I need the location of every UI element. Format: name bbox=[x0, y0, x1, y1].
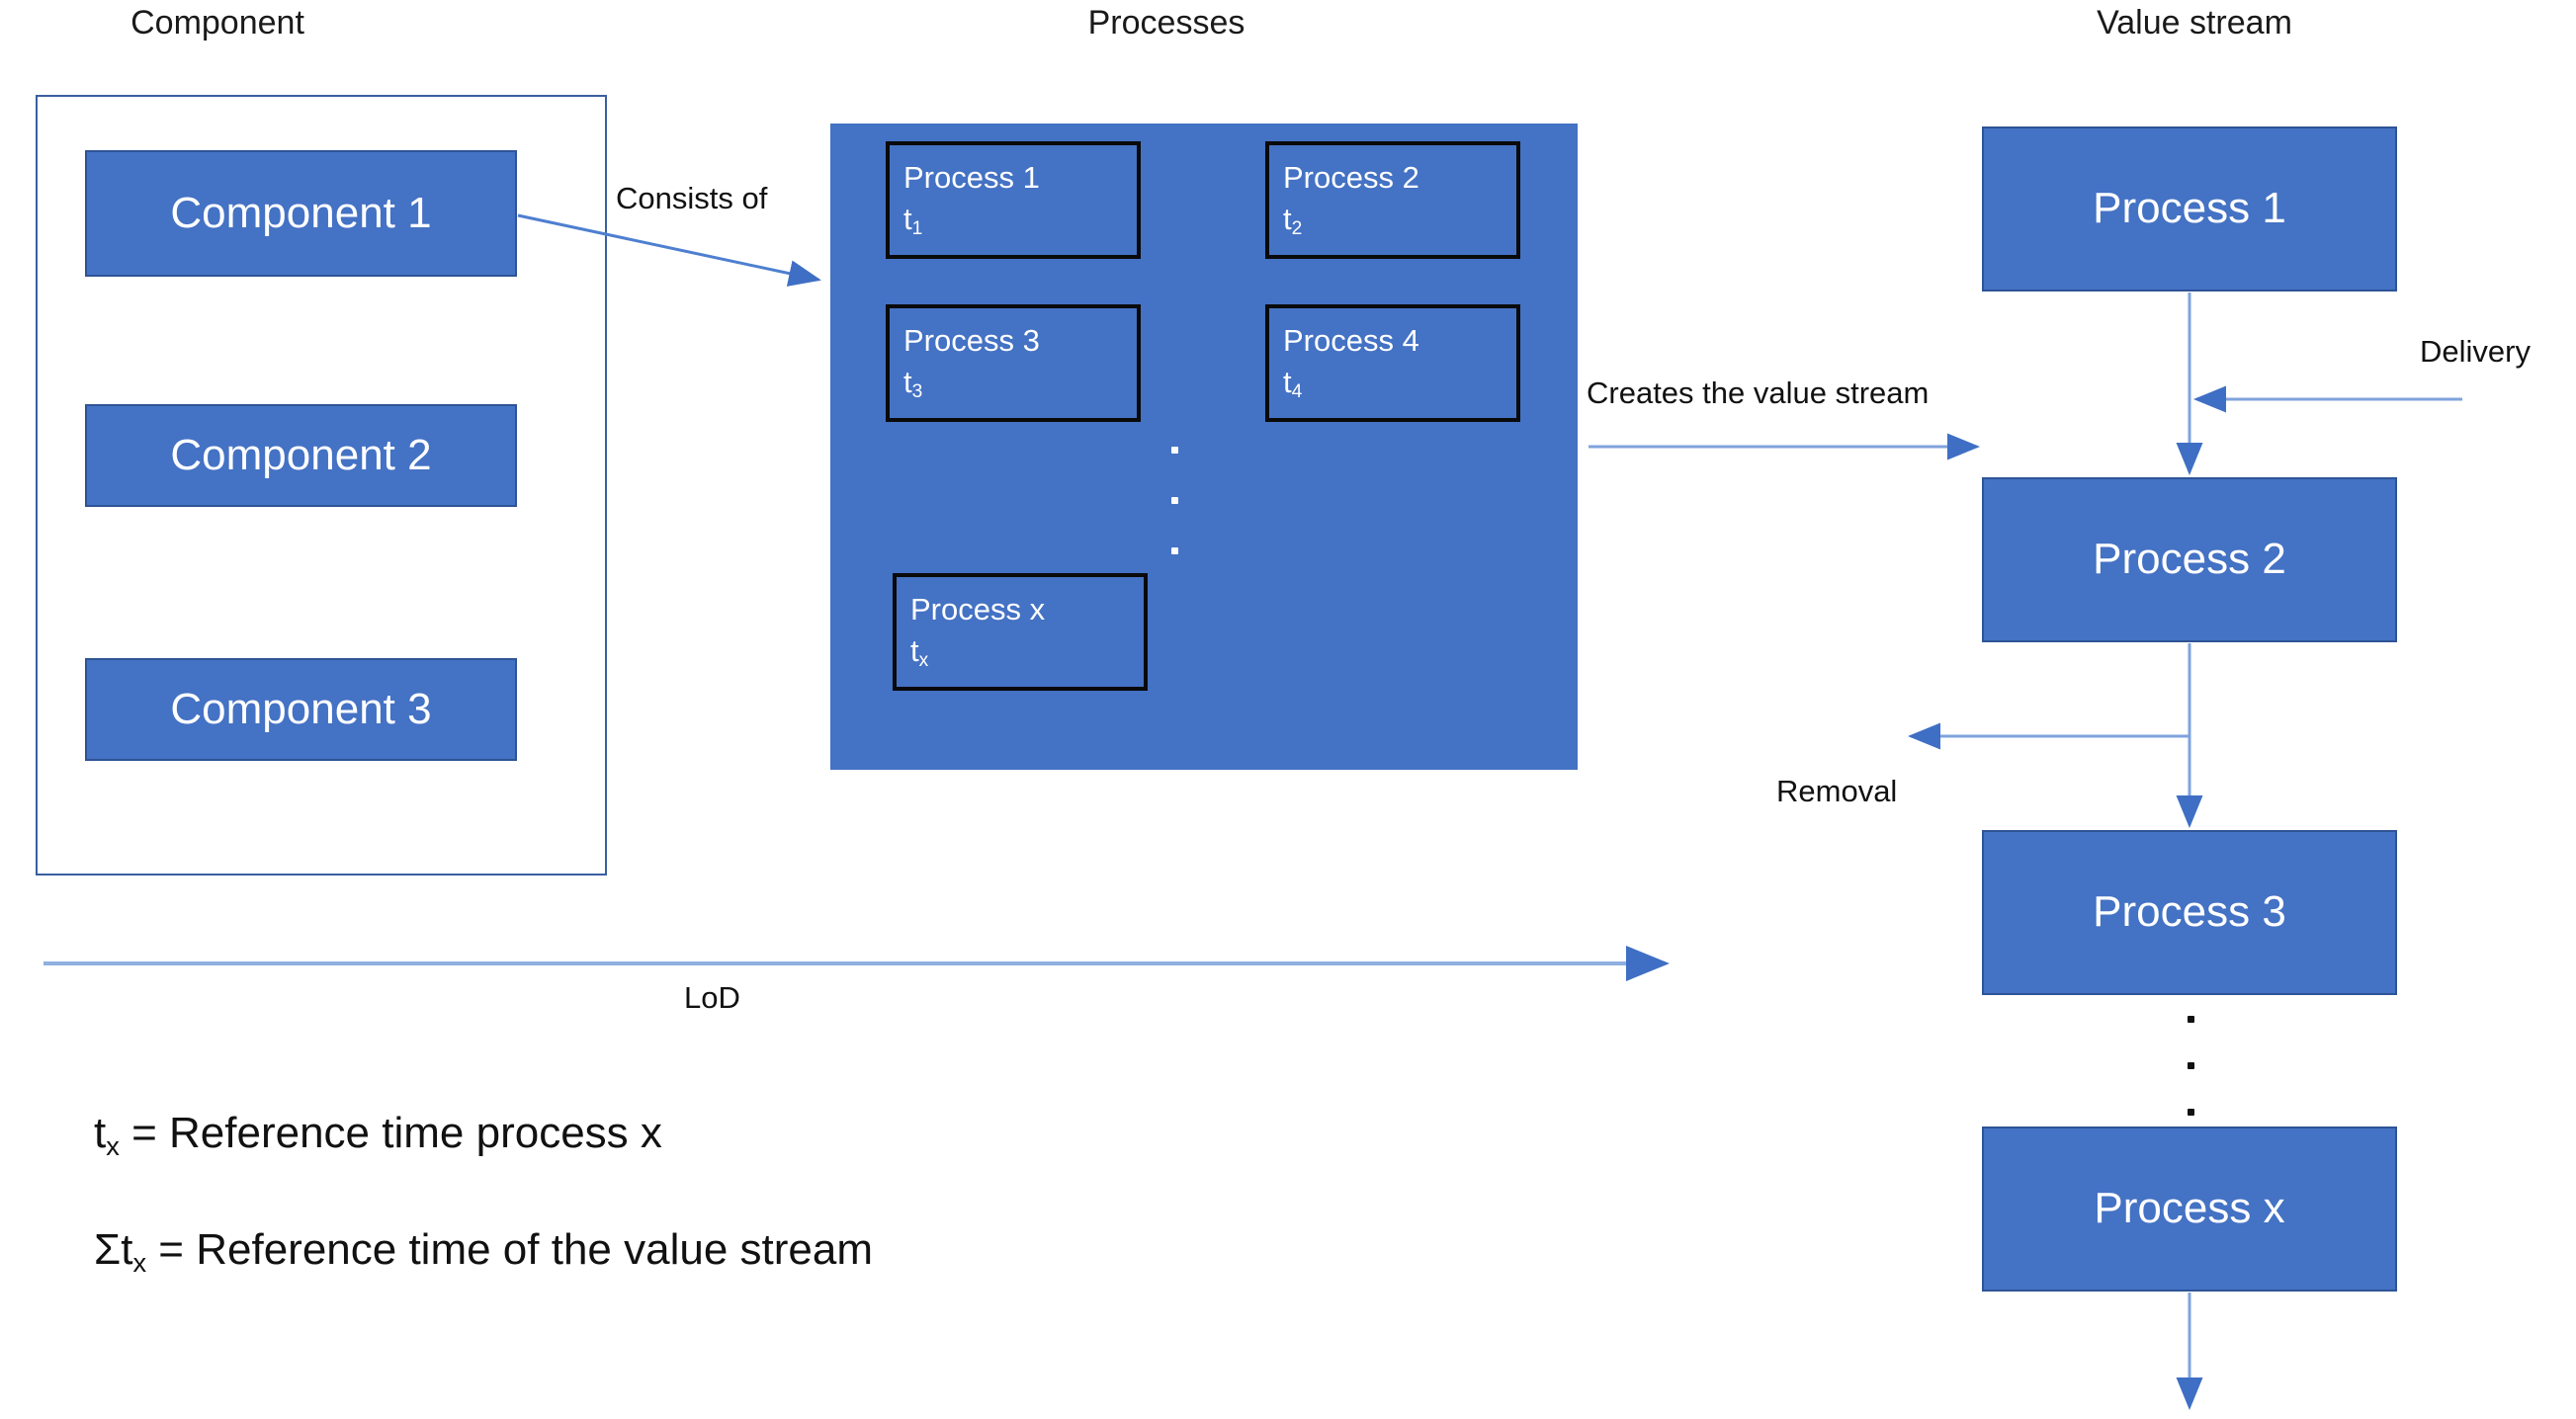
process-card-x-name: Process x bbox=[910, 592, 1046, 626]
legend-line-2: Σtx = Reference time of the value stream bbox=[94, 1225, 873, 1278]
value-stream-box-x[interactable]: Process x bbox=[1982, 1127, 2397, 1292]
value-stream-box-3-label: Process 3 bbox=[2093, 887, 2286, 937]
process-card-x-time: tx bbox=[910, 632, 929, 672]
value-stream-box-1-label: Process 1 bbox=[2093, 184, 2286, 233]
value-stream-box-x-label: Process x bbox=[2094, 1184, 2285, 1233]
process-card-3[interactable]: Process 3 t3 bbox=[886, 304, 1141, 422]
process-card-x[interactable]: Process x tx bbox=[893, 573, 1148, 691]
process-card-4-time: t4 bbox=[1283, 364, 1303, 403]
label-removal: Removal bbox=[1776, 774, 1898, 808]
process-card-1-time: t1 bbox=[903, 201, 923, 240]
value-stream-box-1[interactable]: Process 1 bbox=[1982, 126, 2397, 292]
label-lod: LoD bbox=[684, 980, 740, 1015]
process-card-2-time: t2 bbox=[1283, 201, 1303, 240]
value-stream-box-3[interactable]: Process 3 bbox=[1982, 830, 2397, 995]
process-card-3-name: Process 3 bbox=[903, 323, 1040, 358]
component-frame bbox=[36, 95, 607, 876]
component-box-2[interactable]: Component 2 bbox=[85, 404, 517, 507]
component-box-3[interactable]: Component 3 bbox=[85, 658, 517, 761]
component-box-3-label: Component 3 bbox=[170, 684, 432, 733]
legend-line-1: tx = Reference time process x bbox=[94, 1109, 662, 1161]
process-card-4-name: Process 4 bbox=[1283, 323, 1419, 358]
column-title-value-stream: Value stream bbox=[2097, 4, 2292, 42]
component-box-1[interactable]: Component 1 bbox=[85, 150, 517, 277]
process-card-3-time: t3 bbox=[903, 364, 923, 403]
value-stream-ellipsis-dot-1 bbox=[2188, 1016, 2194, 1023]
component-box-1-label: Component 1 bbox=[170, 188, 432, 237]
process-card-2-name: Process 2 bbox=[1283, 160, 1419, 195]
processes-ellipsis-dot-3 bbox=[1171, 547, 1178, 554]
column-title-component: Component bbox=[130, 4, 304, 42]
value-stream-ellipsis-dot-3 bbox=[2188, 1109, 2194, 1116]
column-title-processes: Processes bbox=[1087, 4, 1245, 42]
processes-ellipsis-dot-2 bbox=[1171, 497, 1178, 504]
label-delivery: Delivery bbox=[2420, 334, 2531, 369]
label-consists-of: Consists of bbox=[616, 181, 768, 215]
process-card-2[interactable]: Process 2 t2 bbox=[1265, 141, 1520, 259]
value-stream-box-2-label: Process 2 bbox=[2093, 535, 2286, 584]
value-stream-box-2[interactable]: Process 2 bbox=[1982, 477, 2397, 642]
process-card-1-name: Process 1 bbox=[903, 160, 1040, 195]
process-card-4[interactable]: Process 4 t4 bbox=[1265, 304, 1520, 422]
processes-ellipsis-dot-1 bbox=[1171, 447, 1178, 454]
value-stream-ellipsis-dot-2 bbox=[2188, 1062, 2194, 1069]
component-box-2-label: Component 2 bbox=[170, 430, 432, 479]
process-card-1[interactable]: Process 1 t1 bbox=[886, 141, 1141, 259]
label-creates-value-stream: Creates the value stream bbox=[1587, 376, 1930, 410]
